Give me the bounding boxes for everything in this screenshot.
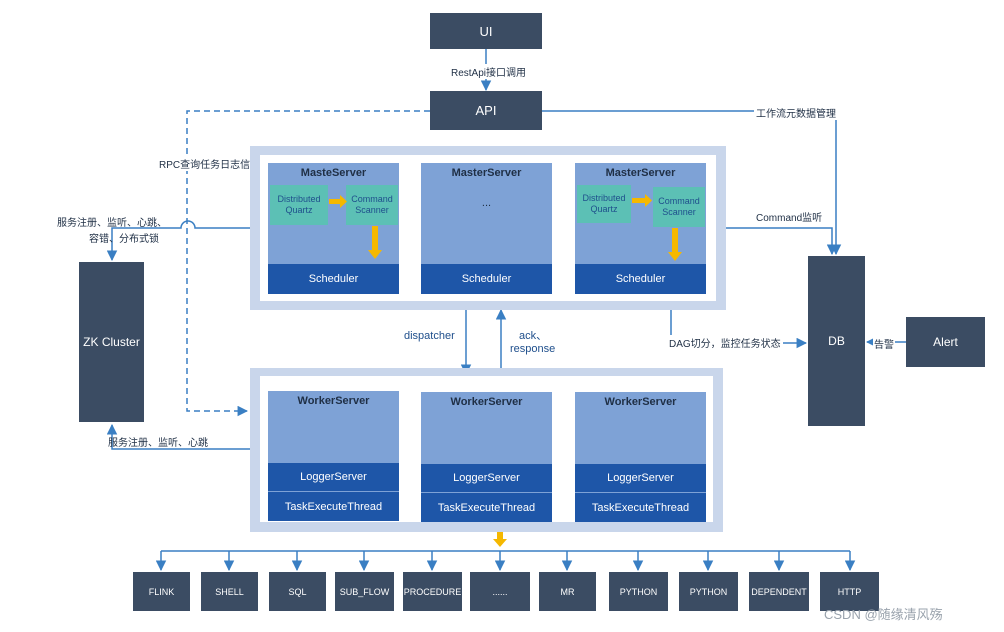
command-scanner: Command Scanner	[653, 187, 705, 227]
alert-box: Alert	[906, 317, 985, 367]
master-server-2: MasterServer ... Scheduler	[421, 163, 552, 294]
master-server-title: MasterServer	[605, 167, 676, 179]
yellow-down-arrow	[493, 531, 507, 547]
task-execute-thread-band: TaskExecuteThread	[268, 492, 399, 521]
worker-server-2: WorkerServer LoggerServer TaskExecuteThr…	[421, 392, 552, 522]
zk-register-label-2: 容错、分布式锁	[89, 234, 159, 245]
api-box: API	[430, 91, 542, 130]
dispatcher-label: dispatcher	[404, 330, 455, 342]
zk-cluster-box: ZK Cluster	[79, 262, 144, 422]
workflow-meta-label: 工作流元数据管理	[754, 105, 838, 120]
command-scanner: Command Scanner	[346, 185, 398, 225]
task-drops	[155, 551, 856, 572]
scheduler-band: Scheduler	[268, 264, 399, 294]
command-arrow	[726, 227, 838, 256]
logger-server-band: LoggerServer	[421, 464, 552, 492]
alarm-label: 告警	[873, 336, 895, 351]
watermark: CSDN @随缘清风殇	[824, 607, 943, 622]
scanner-to-scheduler-arrow-2	[668, 228, 682, 261]
task-sql: SQL	[269, 572, 326, 611]
zk-register-worker-label: 服务注册、监听、心跳	[108, 438, 208, 449]
worker-zk-arrow	[106, 423, 250, 450]
distributed-quartz: Distributed Quartz	[270, 185, 328, 225]
worker-server-title: WorkerServer	[450, 396, 523, 408]
distributed-quartz: Distributed Quartz	[577, 185, 631, 223]
alert-label: Alert	[933, 335, 958, 349]
worker-server-title: WorkerServer	[604, 396, 677, 408]
zk-register-label-1: 服务注册、监听、心跳、	[57, 218, 167, 229]
logger-server-band: LoggerServer	[575, 464, 706, 492]
master-server-title: MasterServer	[451, 167, 522, 179]
rpc-label: RPC查询任务日志信息	[157, 156, 263, 171]
quartz-to-scanner-arrow-1	[329, 195, 347, 208]
task-python-2: PYTHON	[679, 572, 738, 611]
master-zk-arrow	[106, 220, 250, 262]
task-dependent: DEPENDENT	[749, 572, 809, 611]
scheduler-band: Scheduler	[421, 264, 552, 294]
rpc-dashed-arrow	[186, 110, 430, 417]
quartz-to-scanner-arrow-2	[632, 194, 652, 207]
master-server-3: MasterServer Distributed Quartz Command …	[575, 163, 706, 294]
task-sub-flow: SUB_FLOW	[335, 572, 394, 611]
db-label: DB	[828, 334, 845, 348]
restapi-label: RestApi接口调用	[449, 64, 529, 79]
master-server-ellipsis: ...	[481, 197, 492, 209]
worker-server-title: WorkerServer	[297, 395, 370, 407]
ack-label-1: ack、	[519, 330, 548, 342]
worker-server-3: WorkerServer LoggerServer TaskExecuteThr…	[575, 392, 706, 522]
task-mr: MR	[539, 572, 596, 611]
task-execute-thread-band: TaskExecuteThread	[421, 493, 552, 522]
ui-label: UI	[479, 23, 493, 39]
task-ellipsis: ......	[470, 572, 530, 611]
api-label: API	[475, 103, 497, 118]
task-procedure: PROCEDURE	[403, 572, 462, 611]
ui-box: UI	[430, 13, 542, 49]
task-flink: FLINK	[133, 572, 190, 611]
task-python-1: PYTHON	[609, 572, 668, 611]
dag-label: DAG切分，监控任务状态	[667, 335, 783, 350]
db-box: DB	[808, 256, 865, 426]
task-shell: SHELL	[201, 572, 258, 611]
task-http: HTTP	[820, 572, 879, 611]
master-server-title: MasteServer	[300, 167, 367, 179]
ack-label-2: response	[510, 343, 556, 355]
scanner-to-scheduler-arrow-1	[368, 226, 382, 259]
logger-server-band: LoggerServer	[268, 463, 399, 491]
scheduler-band: Scheduler	[575, 264, 706, 294]
command-label: Command监听	[756, 213, 823, 224]
task-execute-thread-band: TaskExecuteThread	[575, 493, 706, 522]
worker-server-1: WorkerServer LoggerServer TaskExecuteThr…	[268, 391, 399, 521]
zk-cluster-label: ZK Cluster	[83, 335, 140, 349]
